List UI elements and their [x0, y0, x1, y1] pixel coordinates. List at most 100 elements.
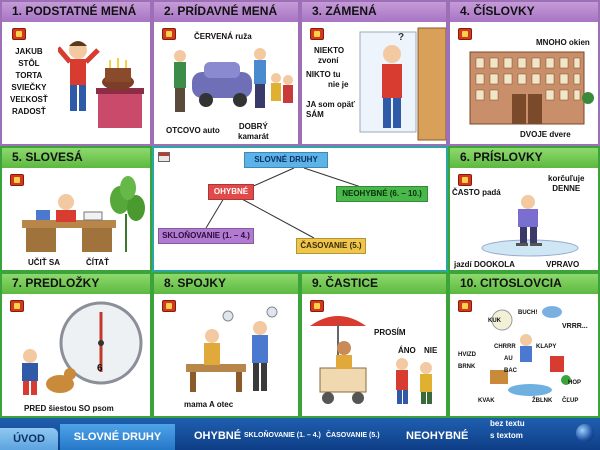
bottom-navigation: ÚVOD SLOVNÉ DRUHY OHYBNÉ SKLOŇOVANIE (1.…: [0, 418, 600, 450]
building-illustration: [469, 51, 594, 125]
boy-with-dog-illustration: [22, 349, 76, 395]
student-at-desk-illustration: [22, 176, 145, 252]
card-predlozky[interactable]: 7. PREDLOŽKY 6 PRED šiestou SO psom: [0, 272, 152, 418]
word: RADOSŤ: [12, 107, 46, 116]
word: JAKUB: [15, 47, 43, 56]
label-vpravo: VPRAVO: [546, 260, 580, 269]
label-mama-a-otec: mama A otec: [184, 400, 234, 409]
label-niekto-zvoni: NIEKTO zvoní: [314, 46, 345, 65]
tab-slovne-druhy[interactable]: SLOVNÉ DRUHY: [60, 424, 175, 450]
tab-ohybne[interactable]: OHYBNÉ: [194, 430, 242, 442]
sound-icon[interactable]: [10, 300, 24, 312]
sound-au: AU: [504, 356, 513, 362]
node-neohybne[interactable]: NEOHYBNÉ (6. – 10.): [336, 186, 428, 202]
sound-icon[interactable]: [162, 300, 176, 312]
toggle-bez-textu[interactable]: bez textu: [490, 419, 525, 428]
label-nikto-tu-nie-je: NIKTO tu nie je: [306, 70, 349, 89]
card-castice[interactable]: 9. ČASTICE PROSÍM ÁNO NIE: [300, 272, 448, 418]
card-zamena[interactable]: 3. ZÁMENÁ NIEKTO zvoní NIKTO tu nie je J…: [300, 0, 448, 146]
sound-vrrr: VRRR...: [562, 323, 588, 330]
label-prosim: PROSÍM: [374, 328, 406, 337]
sound-icon[interactable]: [12, 28, 26, 40]
card-title: 8. SPOJKY: [154, 274, 298, 294]
card-title: 6. PRÍSLOVKY: [450, 148, 598, 168]
sound-icon[interactable]: [458, 28, 472, 40]
label-korculuje-denne: korčuľuje DENNE: [548, 174, 585, 193]
close-diagram-icon[interactable]: [158, 152, 170, 162]
card-prislovky[interactable]: 6. PRÍSLOVKY ČASTO padá korčuľuje DENNE …: [448, 146, 600, 272]
skater-illustration: [481, 195, 579, 257]
label-ano: ÁNO: [398, 346, 416, 355]
card-cislovky[interactable]: 4. ČÍSLOVKY MNOHO okien DVOJE dvere: [448, 0, 600, 146]
mother-father-illustration: [186, 306, 278, 392]
card-title: 7. PREDLOŽKY: [2, 274, 150, 294]
label-ja-som-opat-sam: JA som opäť SÁM: [306, 100, 355, 119]
label-otcovo-auto: OTCOVO auto: [166, 126, 220, 135]
clock-illustration: [59, 301, 143, 385]
card-citoslovcia[interactable]: 10. CITOSLOVCIA KUK BUCH! VRRR... HVIZD …: [448, 272, 600, 418]
node-casovanie[interactable]: ČASOVANIE (5.): [296, 238, 366, 254]
node-slovne-druhy[interactable]: SLOVNÉ DRUHY: [244, 152, 328, 168]
interjections-illustration: [490, 306, 571, 396]
sound-hop: HOP: [568, 380, 582, 386]
sound-chrrr: CHRRR: [494, 344, 516, 350]
label-mnoho-okien: MNOHO okien: [536, 38, 590, 47]
sound-icon[interactable]: [310, 28, 324, 40]
diagram-connectors: [205, 167, 365, 239]
label-ucit-sa: UČIŤ SA: [28, 258, 60, 267]
sound-icon[interactable]: [162, 28, 176, 40]
sound-brnk: BRNK: [458, 364, 476, 370]
label-citat: ČÍTAŤ: [86, 258, 109, 267]
boy-with-cake-illustration: [58, 41, 144, 128]
tab-neohybne[interactable]: NEOHYBNÉ: [406, 430, 469, 442]
sound-klapy: KLAPY: [536, 344, 557, 350]
label-cervena-ruza: ČERVENÁ ruža: [194, 32, 252, 41]
label-jazdi-dookola: jazdí DOOKOLA: [454, 260, 515, 269]
ice-cream-stand-illustration: [310, 316, 432, 404]
card-podstatne-mena[interactable]: 1. PODSTATNÉ MENÁ JAKUB STÔL TORTA SVIEČ…: [0, 0, 152, 146]
word: STÔL: [18, 59, 40, 68]
word: TORTA: [15, 71, 43, 80]
sound-clup: ČĽUP: [562, 398, 579, 404]
diagram-slovne-druhy: SLOVNÉ DRUHY OHYBNÉ NEOHYBNÉ (6. – 10.) …: [152, 146, 448, 272]
sound-icon[interactable]: [458, 174, 472, 186]
sound-kvak: KVAK: [478, 398, 495, 404]
tab-casovanie[interactable]: ČASOVANIE (5.): [326, 432, 380, 439]
word: SVIEČKY: [11, 83, 47, 92]
sound-zblnk: ŽBLNK: [532, 398, 553, 404]
sound-icon[interactable]: [310, 300, 324, 312]
label-nie: NIE: [424, 346, 438, 355]
node-sklonovanie[interactable]: SKLOŇOVANIE (1. – 4.): [158, 228, 254, 244]
card-title: 9. ČASTICE: [302, 274, 446, 294]
man-at-door-illustration: ?: [359, 27, 446, 141]
card-title: 5. SLOVESÁ: [2, 148, 150, 168]
tab-uvod[interactable]: ÚVOD: [0, 428, 58, 450]
sound-icon[interactable]: [458, 300, 472, 312]
card-title: 2. PRÍDAVNÉ MENÁ: [154, 2, 298, 22]
card-title: 4. ČÍSLOVKY: [450, 2, 598, 22]
sound-kuk: KUK: [488, 318, 501, 324]
svg-text:?: ?: [398, 32, 404, 43]
node-ohybne[interactable]: OHYBNÉ: [208, 184, 254, 200]
globe-icon[interactable]: [576, 424, 594, 442]
sound-icon[interactable]: [10, 174, 24, 186]
card-title: 10. CITOSLOVCIA: [450, 274, 598, 294]
sound-buch: BUCH!: [518, 310, 538, 316]
word: VEĽKOSŤ: [10, 95, 48, 104]
toggle-s-textom[interactable]: s textom: [490, 431, 523, 440]
tab-sklonovanie[interactable]: SKLOŇOVANIE (1. – 4.): [244, 432, 321, 439]
card-pridavne-mena[interactable]: 2. PRÍDAVNÉ MENÁ ČERVENÁ ruža OTCOVO aut…: [152, 0, 300, 146]
card-spojky[interactable]: 8. SPOJKY mama A otec: [152, 272, 300, 418]
sound-hvizd: HVIZD: [458, 352, 476, 358]
family-car-illustration: [174, 48, 293, 112]
label-dobry-kamarat: DOBRÝ kamarát: [238, 122, 269, 141]
clock-number: 6: [97, 363, 103, 374]
sound-bac: BAC: [504, 368, 517, 374]
word-list: JAKUB STÔL TORTA SVIEČKY VEĽKOSŤ RADOSŤ: [10, 46, 48, 118]
label-casto-pada: ČASTO padá: [452, 188, 501, 197]
label-dvoje-dvere: DVOJE dvere: [520, 130, 571, 139]
card-title: 1. PODSTATNÉ MENÁ: [2, 2, 150, 22]
card-title: 3. ZÁMENÁ: [302, 2, 446, 22]
label-pred-siestou-so-psom: PRED šiestou SO psom: [24, 404, 114, 413]
card-slovesa[interactable]: 5. SLOVESÁ UČIŤ SA ČÍTAŤ: [0, 146, 152, 272]
